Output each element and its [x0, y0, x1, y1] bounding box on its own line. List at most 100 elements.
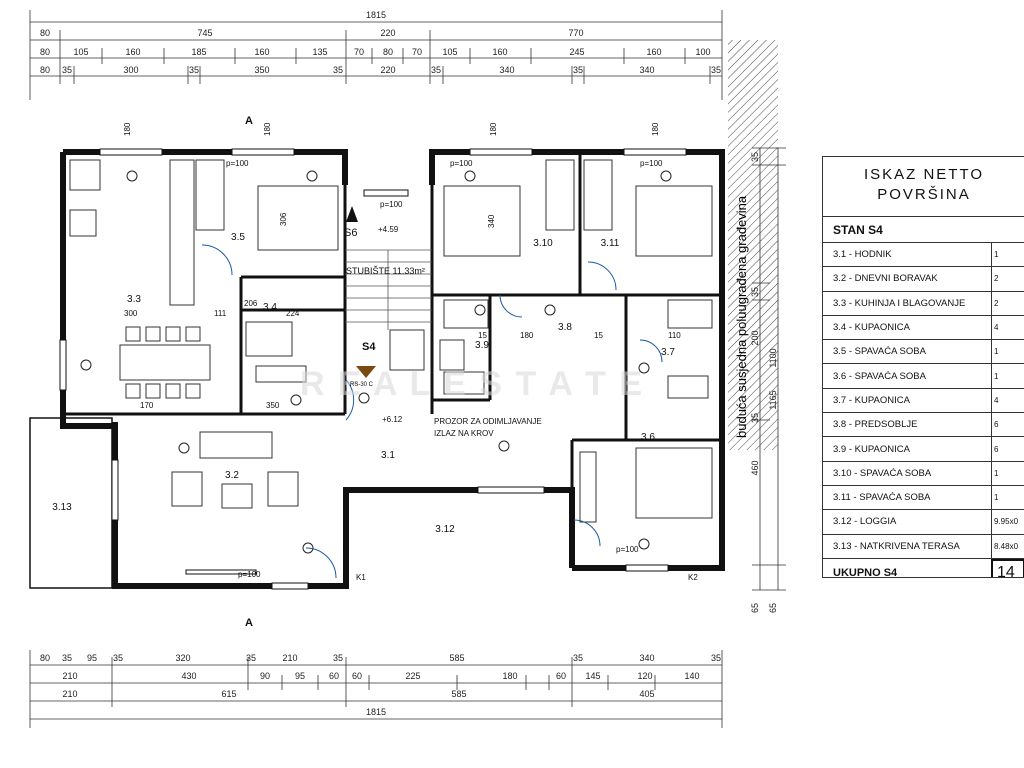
schedule-total-row: UKUPNO S4 14: [823, 558, 1024, 578]
svg-text:35: 35: [750, 413, 760, 423]
svg-text:140: 140: [684, 671, 699, 681]
watermark: R E A L E S T A T E: [300, 365, 644, 403]
svg-text:350: 350: [266, 401, 280, 410]
svg-text:60: 60: [352, 671, 362, 681]
top-dimension-labels: 1815 80 745 220 770 80 105 160 185 160 1…: [40, 10, 721, 75]
schedule-total-label: UKUPNO S4: [833, 566, 898, 578]
svg-text:35: 35: [750, 152, 760, 162]
annotations: STUBIŠTE 11.33m² S6 +4.59 S4 RS-30 C +6.…: [245, 115, 698, 629]
svg-text:225: 225: [405, 671, 420, 681]
svg-text:70: 70: [412, 47, 422, 57]
svg-text:80: 80: [40, 65, 50, 75]
schedule-room-area: 2: [991, 291, 1024, 315]
schedule-unit-heading: STAN S4: [823, 217, 1024, 243]
schedule-room-area: 6: [991, 437, 1024, 461]
schedule-room-area: 4: [991, 388, 1024, 413]
area-schedule-table: ISKAZ NETTO POVRŠINA STAN S4 3.1 - HODNI…: [822, 156, 1024, 578]
room-label-3-4: 3.4: [263, 302, 277, 313]
schedule-room-name: 3.10 - SPAVAĆA SOBA: [833, 467, 932, 479]
label-s4: S4: [362, 341, 376, 353]
room-label-3-13: 3.13: [52, 502, 72, 513]
room-label-3-11: 3.11: [601, 238, 620, 249]
schedule-room-name: 3.7 - KUPAONICA: [833, 394, 910, 406]
stair-treads: [345, 249, 432, 330]
schedule-room-area: 1: [991, 485, 1024, 510]
window-note-1: PROZOR ZA ODIMLJAVANJE: [434, 417, 542, 426]
svg-text:340: 340: [499, 65, 514, 75]
furniture: [69, 159, 713, 523]
svg-text:1100: 1100: [768, 348, 778, 367]
svg-text:340: 340: [639, 653, 654, 663]
svg-text:p=100: p=100: [640, 159, 663, 168]
svg-text:70: 70: [354, 47, 364, 57]
schedule-room-name: 3.6 - SPAVAĆA SOBA: [833, 370, 926, 382]
schedule-room-area: 2: [991, 267, 1024, 291]
door-swings: [201, 244, 663, 579]
svg-text:95: 95: [87, 653, 97, 663]
svg-text:206: 206: [244, 299, 258, 308]
dining-chairs: [125, 326, 201, 399]
neighbour-hatch: [728, 40, 778, 450]
svg-text:585: 585: [449, 653, 464, 663]
room-label-3-6: 3.6: [641, 432, 655, 443]
svg-text:35: 35: [113, 653, 123, 663]
right-dimension-labels: 35 35 200 35 460 65 1100 1165 65: [750, 152, 778, 613]
label-s6: S6: [344, 227, 357, 239]
room-label-3-1: 3.1: [381, 450, 395, 461]
svg-text:1165: 1165: [768, 390, 778, 409]
svg-text:120: 120: [637, 671, 652, 681]
schedule-room-name: 3.4 - KUPAONICA: [833, 322, 910, 334]
svg-text:35: 35: [62, 653, 72, 663]
room-label-3-2: 3.2: [225, 470, 239, 481]
interior-walls: [63, 152, 722, 568]
svg-text:160: 160: [646, 47, 661, 57]
side-note: buduća susjedna poluugrađena građevina: [734, 195, 749, 438]
svg-text:145: 145: [585, 671, 600, 681]
svg-text:35: 35: [711, 65, 721, 75]
svg-text:300: 300: [123, 65, 138, 75]
svg-text:p=100: p=100: [226, 159, 249, 168]
svg-text:80: 80: [40, 47, 50, 57]
svg-text:745: 745: [197, 28, 212, 38]
svg-text:220: 220: [380, 28, 395, 38]
svg-text:430: 430: [181, 671, 196, 681]
schedule-room-name: 3.5 - SPAVAĆA SOBA: [833, 346, 926, 358]
svg-text:80: 80: [40, 28, 50, 38]
svg-text:35: 35: [189, 65, 199, 75]
schedule-room-name: 3.9 - KUPAONICA: [833, 443, 910, 455]
svg-text:35: 35: [711, 653, 721, 663]
svg-text:15: 15: [594, 331, 603, 340]
schedule-total-value: 14: [991, 558, 1024, 577]
svg-text:60: 60: [329, 671, 339, 681]
svg-text:p=100: p=100: [238, 570, 261, 579]
svg-text:80: 80: [383, 47, 393, 57]
schedule-room-area: 6: [991, 413, 1024, 437]
svg-text:180: 180: [123, 122, 132, 136]
elevation-upper: +4.59: [378, 225, 399, 234]
schedule-room-name: 3.13 - NATKRIVENA TERASA: [833, 540, 960, 552]
svg-text:350: 350: [254, 65, 269, 75]
schedule-room-name: 3.2 - DNEVNI BORAVAK: [833, 273, 938, 285]
svg-text:180: 180: [489, 122, 498, 136]
schedule-room-name: 3.3 - KUHINJA I BLAGOVANJE: [833, 297, 966, 309]
svg-text:111: 111: [214, 309, 227, 318]
svg-text:90: 90: [260, 671, 270, 681]
svg-text:340: 340: [639, 65, 654, 75]
schedule-room-name: 3.12 - LOGGIA: [833, 516, 897, 528]
svg-text:180: 180: [263, 122, 272, 136]
svg-text:p=100: p=100: [380, 200, 403, 209]
svg-text:224: 224: [286, 309, 300, 318]
rs-label: RS-30 C: [350, 382, 374, 388]
svg-text:35: 35: [573, 65, 583, 75]
svg-text:p=100: p=100: [450, 159, 473, 168]
schedule-row: 3.2 - DNEVNI BORAVAK 2: [823, 267, 1024, 292]
schedule-room-area: 1: [991, 243, 1024, 267]
section-a-top: A: [245, 115, 253, 127]
